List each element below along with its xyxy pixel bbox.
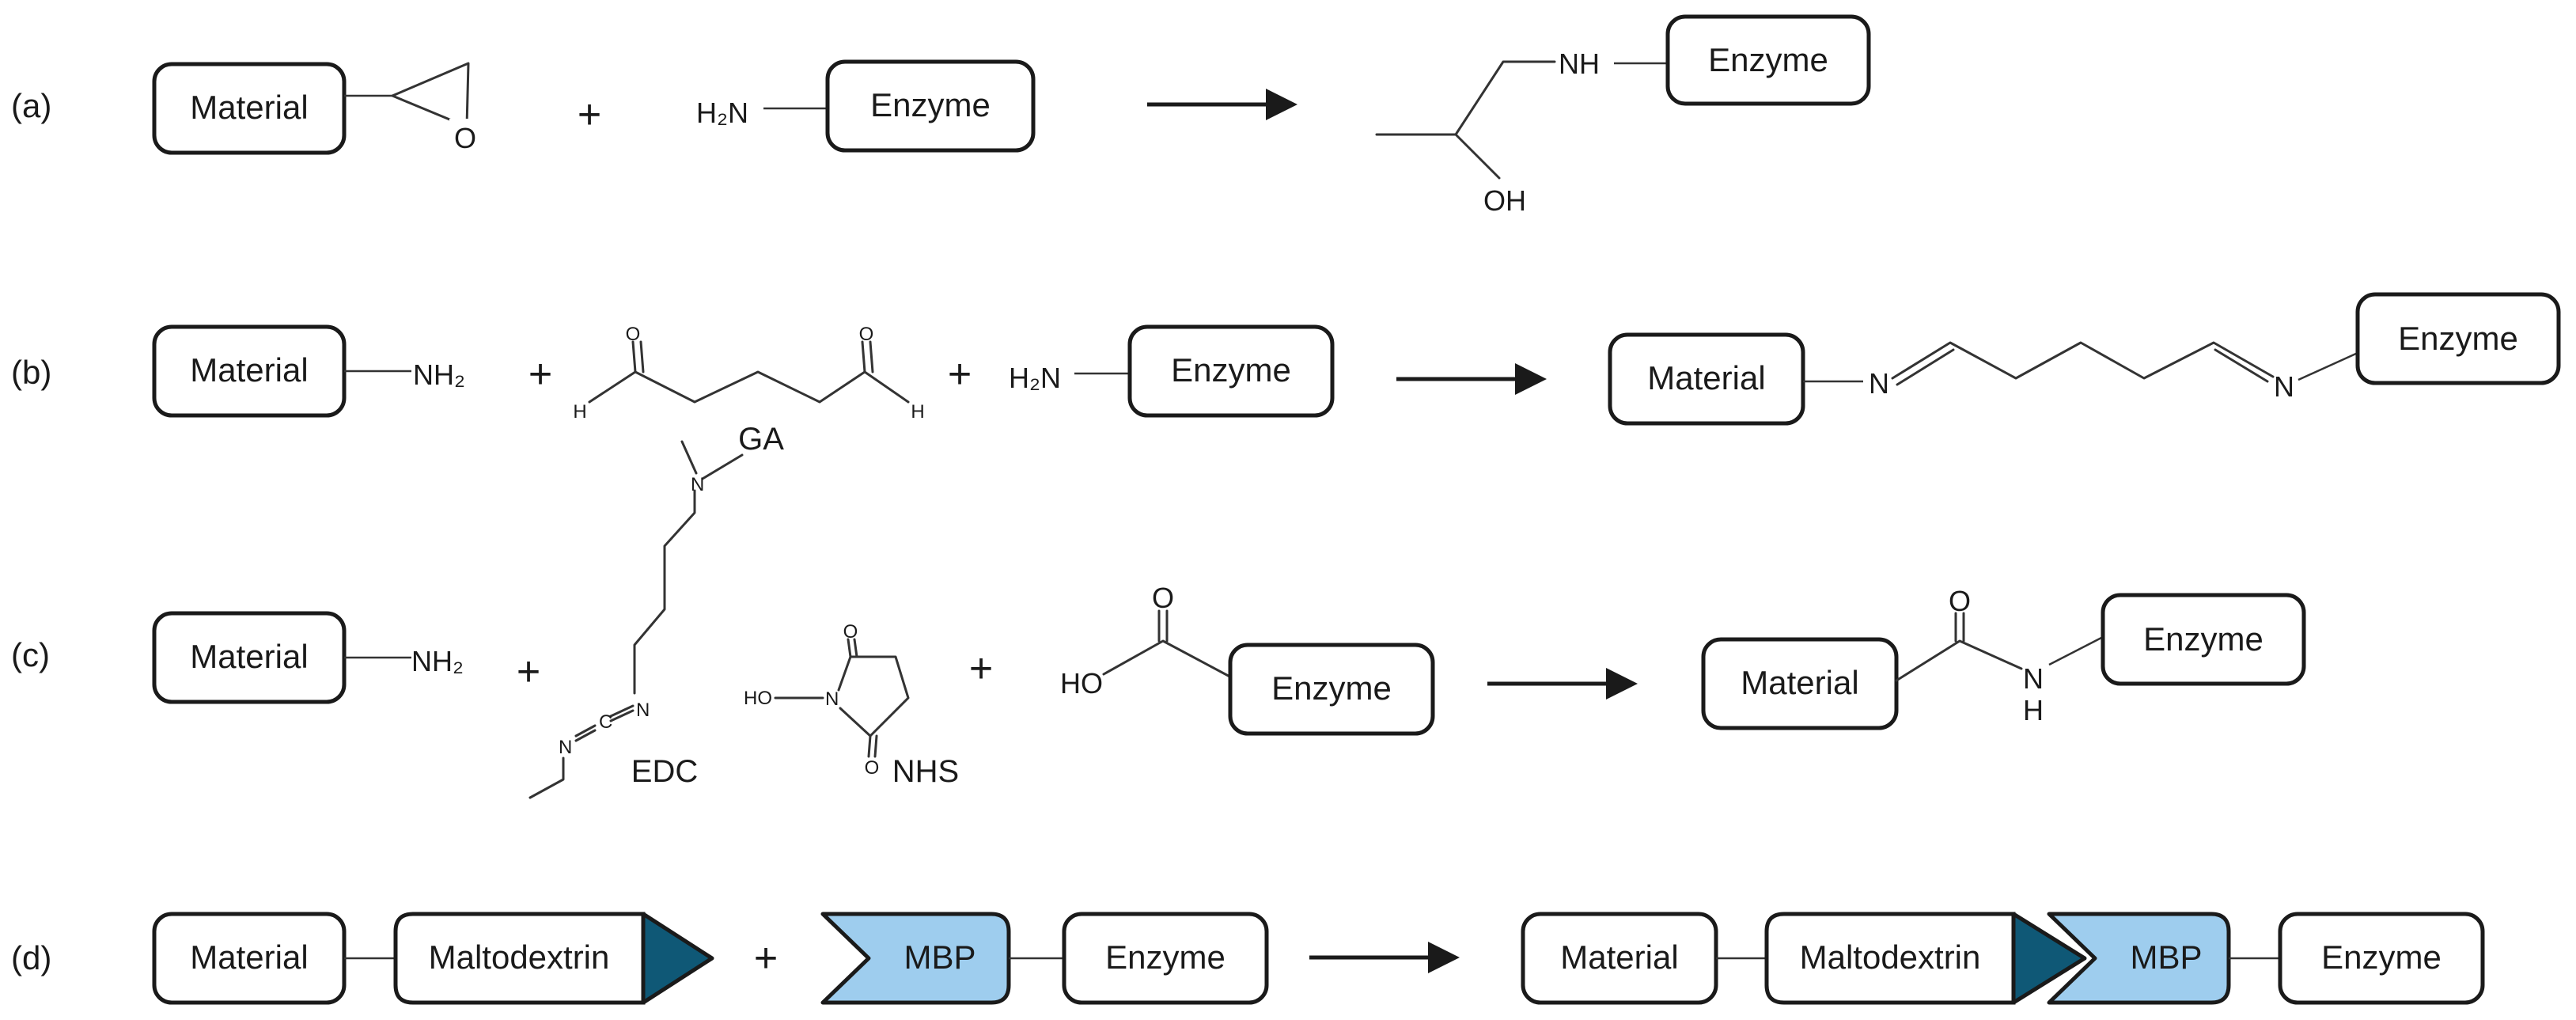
ga-hydrogen-2: H — [911, 401, 924, 423]
ga-label: GA — [738, 422, 784, 457]
row-c: (c) Material NH₂ + N N C N EDC HO N — [11, 440, 2306, 799]
edc-structure: N N C N EDC — [528, 440, 744, 799]
plus-sign-c1: + — [517, 649, 540, 695]
epoxide-group: O — [391, 62, 481, 154]
material-label-d: Material — [190, 938, 308, 976]
mbp-label: MBP — [903, 938, 975, 976]
product-enzyme-label-a: Enzyme — [1708, 41, 1828, 78]
product-maltodextrin-box — [1764, 912, 2016, 1005]
epoxide-oxygen: O — [454, 122, 476, 154]
nhs-ho: HO — [744, 688, 772, 709]
row-label-c: (c) — [11, 636, 50, 673]
enzyme-label-a: Enzyme — [870, 86, 991, 123]
material-label-b: Material — [190, 351, 308, 389]
nhs-o1: O — [843, 621, 858, 643]
row-b: (b) Material NH₂ + O O H H GA + H₂N Enzy… — [11, 292, 2561, 457]
product-material-box-b — [1608, 332, 1805, 426]
acid-hydroxyl: HO — [1060, 667, 1103, 700]
product-enzyme-label-d: Enzyme — [2321, 938, 2442, 976]
enzyme-box-c — [1228, 643, 1435, 736]
enzyme-label-b: Enzyme — [1171, 351, 1291, 389]
edc-label: EDC — [631, 754, 698, 789]
amine-label-b: H₂N — [1009, 362, 1061, 394]
product-amide-hydrogen: H — [2023, 694, 2044, 726]
nhs-structure: HO N O O NHS — [744, 621, 959, 789]
carboxylic-acid-group: O HO O — [1060, 582, 1236, 700]
material-label-c: Material — [190, 638, 308, 675]
product-material-label-d: Material — [1560, 938, 1678, 976]
material-amine-b: NH₂ — [413, 358, 465, 391]
plus-sign-b2: + — [948, 351, 972, 397]
material-label-a: Material — [190, 89, 308, 126]
nhs-o2: O — [865, 757, 880, 779]
plus-sign-d: + — [754, 935, 778, 981]
row-label-a: (a) — [11, 87, 51, 124]
edc-n2: N — [559, 737, 572, 758]
imine-enzyme-bond-b — [2298, 351, 2358, 381]
edc-c: C — [599, 711, 612, 733]
enzyme-label-d: Enzyme — [1105, 938, 1225, 976]
plus-sign-b1: + — [528, 351, 552, 397]
product-imine-n2: N — [2274, 370, 2294, 403]
product-enzyme-box-a — [1665, 14, 1871, 106]
acid-oxygen: O — [1152, 582, 1174, 614]
product-enzyme-label-c: Enzyme — [2143, 620, 2263, 658]
product-amide-group: O N H — [1895, 585, 2104, 726]
glutaraldehyde-structure: O O H H GA — [573, 324, 924, 457]
product-mbp-label: MBP — [2130, 938, 2202, 976]
edc-n-top: N — [691, 474, 704, 495]
product-amide-oxygen: O — [1949, 585, 1971, 617]
product-linker-b: N N — [1869, 341, 2358, 403]
product-maltodextrin-tag — [2011, 912, 2087, 1005]
row-label-d: (d) — [11, 939, 51, 976]
nhs-n: N — [825, 688, 839, 710]
product-material-box-c — [1701, 637, 1899, 730]
product-maltodextrin-label: Maltodextrin — [1800, 938, 1981, 976]
ga-hydrogen-1: H — [573, 401, 586, 423]
nhs-label: NHS — [892, 754, 959, 789]
product-imine-n1: N — [1869, 367, 1889, 400]
product-enzyme-label-b: Enzyme — [2398, 320, 2518, 357]
product-enzyme-box-b — [2355, 292, 2561, 385]
product-enzyme-box-d — [2278, 912, 2485, 1005]
enzyme-label-c: Enzyme — [1271, 669, 1392, 707]
mbp-box — [820, 912, 1011, 1005]
product-enzyme-box-c — [2101, 593, 2306, 686]
maltodextrin-label: Maltodextrin — [429, 938, 610, 976]
row-d: (d) Material Maltodextrin + MBP Enzyme M… — [11, 912, 2485, 1005]
maltodextrin-tag — [641, 912, 714, 1005]
product-oh-a: OH — [1483, 184, 1526, 217]
amine-label-a: H₂N — [696, 97, 748, 129]
row-label-b: (b) — [11, 354, 51, 391]
product-mbp-box — [2047, 912, 2231, 1005]
product-a: NH OH — [1375, 47, 1668, 217]
material-amine-c: NH₂ — [411, 645, 464, 677]
material-box-a — [152, 62, 347, 155]
plus-sign-c2: + — [969, 646, 993, 692]
enzyme-box-b — [1127, 324, 1335, 418]
row-a: (a) Material O + H₂N Enzyme NH OH Enzyme — [11, 14, 1871, 217]
product-material-label-b: Material — [1647, 359, 1765, 396]
amide-enzyme-bond-c — [2048, 635, 2104, 666]
svg-text:O: O — [626, 324, 641, 345]
enzyme-box-a — [825, 59, 1036, 153]
svg-text:O: O — [859, 324, 874, 345]
plus-sign-a: + — [578, 92, 601, 138]
enzyme-box-d — [1062, 912, 1269, 1005]
product-material-label-c: Material — [1741, 664, 1858, 701]
product-nh-a: NH — [1559, 47, 1600, 80]
product-amide-nitrogen: N — [2023, 662, 2044, 695]
maltodextrin-box — [393, 912, 646, 1005]
edc-n1: N — [636, 700, 650, 721]
